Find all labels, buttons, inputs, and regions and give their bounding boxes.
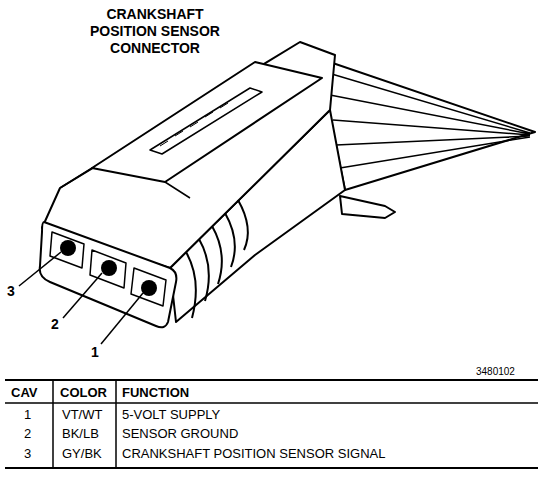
- table-cell: 1: [24, 407, 31, 423]
- table-cell: CRANKSHAFT POSITION SENSOR SIGNAL: [122, 446, 385, 462]
- rib: [225, 213, 235, 267]
- table-header: COLOR: [60, 385, 107, 401]
- table-cell: 3: [24, 446, 31, 462]
- table-cell: 5-VOLT SUPPLY: [122, 407, 220, 423]
- wire-bundle: [318, 58, 535, 190]
- cavity: [50, 232, 84, 268]
- latch-ridges: [160, 103, 228, 146]
- table-cell: VT/WT: [62, 407, 102, 423]
- callout-number: 3: [6, 283, 16, 299]
- connector-top: [42, 42, 335, 268]
- rib: [238, 200, 248, 250]
- callout-number: 1: [90, 344, 100, 360]
- latch: [92, 62, 322, 182]
- title: CRANKSHAFT POSITION SENSOR CONNECTOR: [85, 6, 225, 57]
- cavity: [90, 250, 126, 288]
- callout-number: 2: [50, 316, 60, 332]
- table-header: FUNCTION: [122, 385, 189, 401]
- table-cell: 2: [24, 426, 31, 442]
- latch-slot: [150, 88, 262, 154]
- lock-tab: [340, 196, 395, 218]
- table-header: CAV: [11, 385, 37, 401]
- rib: [186, 252, 196, 318]
- wire-lines: [325, 72, 530, 168]
- leader-lines: [19, 252, 143, 344]
- rib: [199, 239, 209, 301]
- table-rules: [5, 380, 538, 468]
- table-cell: GY/BK: [62, 446, 102, 462]
- figure-number: 3480102: [476, 364, 515, 380]
- table-cell: SENSOR GROUND: [122, 426, 238, 442]
- connector-face: [40, 222, 177, 327]
- table-cell: BK/LB: [62, 426, 99, 442]
- rib: [212, 226, 222, 284]
- terminal-dots: [60, 240, 157, 296]
